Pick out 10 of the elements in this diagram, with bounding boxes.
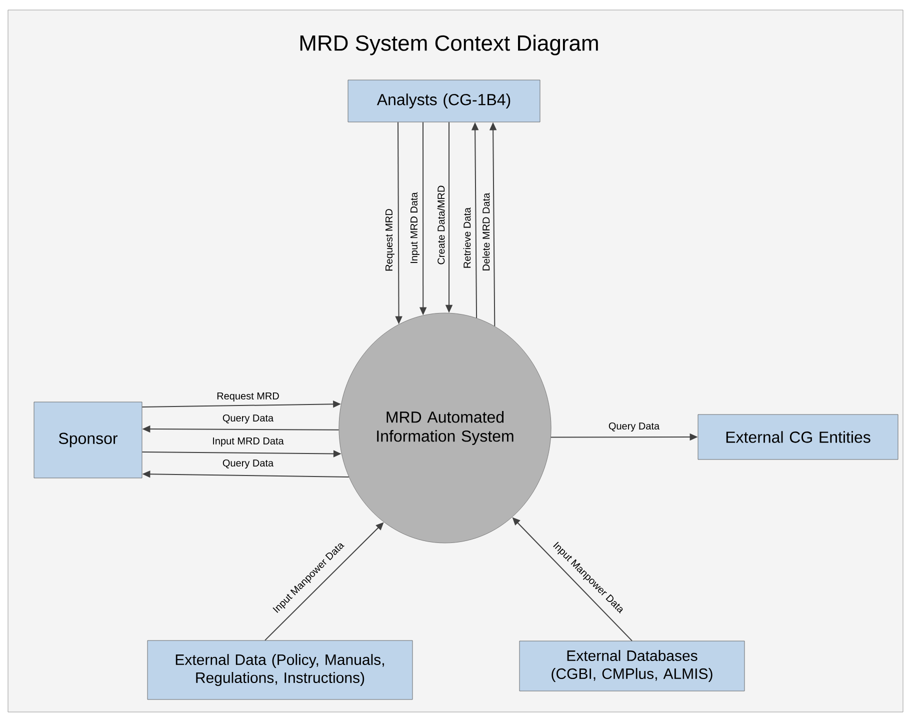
title: MRD System Context Diagram [300,34,598,56]
entity-box: External Databases (CGBI, CMPlus, ALMIS) [519,640,745,692]
edge-label: Request MRD [216,392,280,402]
edge-label: Input MRD Data [211,436,285,448]
entity-box: Analysts (CG-1B4) [348,80,540,122]
entity-box: External CG Entities [698,414,898,460]
entity-box: External Data (Policy, Manuals, Regulations, Instructions) [147,640,413,700]
edge-label: Request MRD [384,208,396,272]
edge-label: Input MRD Data [410,191,420,265]
entity-box: Sponsor [34,402,142,478]
